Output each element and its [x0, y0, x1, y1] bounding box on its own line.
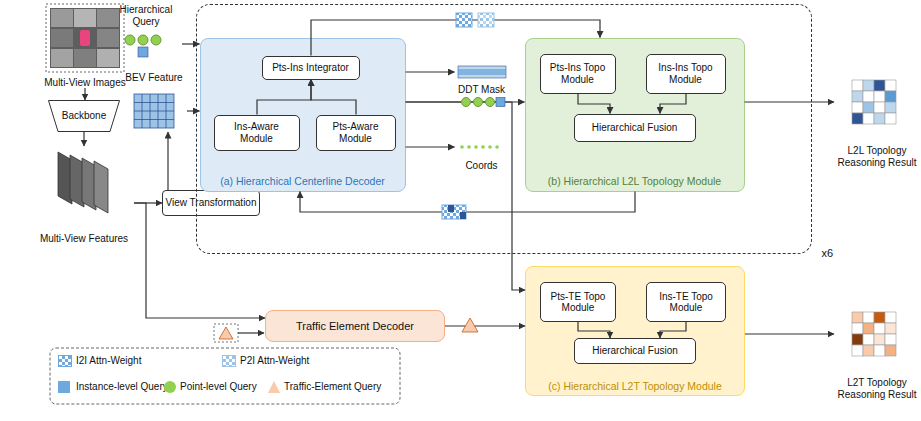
topology-group: (c) Hierarchical L2T Topology Module Pts-…: [525, 266, 745, 396]
backbone-trapezoid: Backbone: [48, 100, 120, 132]
node-label: Coords: [465, 160, 497, 172]
camera-collage: [46, 4, 124, 72]
module-box: Pts-Ins Topo Module: [540, 54, 616, 94]
flow-arrow: [406, 146, 455, 147]
node-label: Ins-TE Topo Module: [653, 291, 719, 314]
repeat-frame: x6(a) Hierarchical Centerline DecoderPts…: [196, 4, 812, 254]
legend-label: Point-level Query: [180, 380, 257, 394]
l2t-matrix: [852, 312, 896, 356]
node-label: Traffic Element Decoder: [296, 320, 414, 333]
legend-swatch: [164, 381, 176, 393]
mask-bar: [458, 66, 506, 78]
module-box: Pts-Aware Module: [316, 115, 396, 151]
node-label: Hierarchical Fusion: [592, 122, 678, 134]
node-label: Ins-Ins Topo Module: [653, 62, 719, 85]
legend-swatch: [58, 381, 70, 393]
node-label: (c) Hierarchical L2T Topology Module: [548, 380, 722, 392]
legend-label: Instance-level Query: [76, 380, 168, 394]
output-query-icons: [462, 98, 506, 107]
node-label: Hierarchical Query: [110, 4, 182, 27]
flow-arrow: [311, 80, 356, 115]
decoder-group: (a) Hierarchical Centerline Decoder Pts-I…: [200, 38, 406, 192]
flow-arrow: [167, 132, 168, 190]
decoder-box: Traffic Element Decoder: [265, 310, 445, 342]
flow-arrow: [660, 94, 686, 114]
legend-label: I2I Attn-Weight: [76, 354, 141, 368]
bev-grid: [134, 94, 174, 128]
topology-group: (b) Hierarchical L2L Topology Module Pts-…: [525, 38, 745, 192]
flow-arrow: [257, 80, 311, 115]
flow-arrow: [745, 333, 834, 334]
process-box: View Transformation: [162, 190, 260, 216]
node-label: L2T Topology Reasoning Result: [834, 377, 920, 400]
flow-arrow: [445, 325, 525, 326]
image-panel: Multi-View Images: [40, 4, 130, 88]
legend-label: Traffic-Element Query: [284, 380, 381, 394]
node-label: (b) Hierarchical L2L Topology Module: [548, 175, 721, 187]
flow-arrow: [187, 110, 200, 111]
flow-arrow: [406, 101, 525, 102]
legend-swatch: [268, 381, 280, 393]
flow-arrow: [134, 202, 162, 203]
node-label: Ins-Aware Module: [227, 121, 287, 144]
flow-arrow: [406, 71, 455, 72]
flow-arrow: [578, 94, 610, 114]
node-label: Pts-Aware Module: [327, 121, 385, 144]
feature-maps: [58, 152, 108, 213]
node-label: x6: [821, 247, 833, 259]
module-box: Ins-Aware Module: [214, 115, 300, 151]
flow-arrow: [311, 20, 600, 56]
node-label: Backbone: [62, 110, 106, 122]
flow-arrow: [578, 322, 610, 338]
te-query-input: [214, 324, 264, 342]
feedback-attn-icon: [442, 205, 466, 219]
module-box: Pts-Ins Integrator: [262, 56, 360, 80]
feature-grid: BEV Feature: [121, 72, 187, 132]
fusion-box: Hierarchical Fusion: [574, 338, 696, 364]
query-icons: [125, 35, 161, 57]
node-label: Multi-View Images: [44, 77, 126, 89]
fusion-box: Hierarchical Fusion: [574, 114, 696, 142]
module-box: Pts-TE Topo Module: [540, 282, 616, 322]
node-label: L2L Topology Reasoning Result: [834, 145, 920, 168]
module-box: Ins-TE Topo Module: [646, 282, 726, 322]
flow-arrow: [406, 102, 526, 290]
coords-dots: [460, 145, 499, 149]
legend-frame: [50, 348, 400, 404]
flow-arrow: [84, 88, 85, 100]
node-label: Pts-Ins Integrator: [272, 62, 349, 74]
node-label: Pts-Ins Topo Module: [547, 62, 609, 85]
mask-output: DDT Mask: [455, 64, 509, 96]
legend-swatch: [222, 355, 236, 367]
node-label: Multi-View Features: [40, 233, 128, 245]
flow-arrow: [182, 43, 200, 44]
flow-arrow: [83, 132, 84, 146]
flow-arrow: [134, 203, 265, 318]
te-query-output: [462, 318, 478, 332]
node-label: (a) Hierarchical Centerline Decoder: [220, 175, 385, 187]
node-label: View Transformation: [166, 197, 257, 209]
node-label: BEV Feature: [125, 72, 182, 84]
result-matrix: L2L Topology Reasoning Result: [834, 78, 920, 168]
legend-label: P2I Attn-Weight: [240, 354, 309, 368]
feature-stack: Multi-View Features: [34, 146, 134, 244]
legend-swatch: [58, 355, 72, 367]
l2l-matrix: [852, 80, 896, 124]
node-label: DDT Mask: [458, 84, 505, 96]
query-group: Hierarchical Query: [110, 4, 182, 58]
result-matrix: L2T Topology Reasoning Result: [834, 310, 920, 400]
coords-output: Coords: [455, 140, 509, 172]
node-label: Pts-TE Topo Module: [547, 291, 609, 314]
flow-arrow: [660, 322, 686, 338]
attn-weight-icons: [456, 13, 494, 27]
flow-arrow: [300, 192, 635, 213]
flow-arrow: [745, 101, 835, 102]
node-label: Hierarchical Fusion: [592, 345, 678, 357]
trapezoid-shape: [49, 101, 120, 132]
module-box: Ins-Ins Topo Module: [646, 54, 726, 94]
